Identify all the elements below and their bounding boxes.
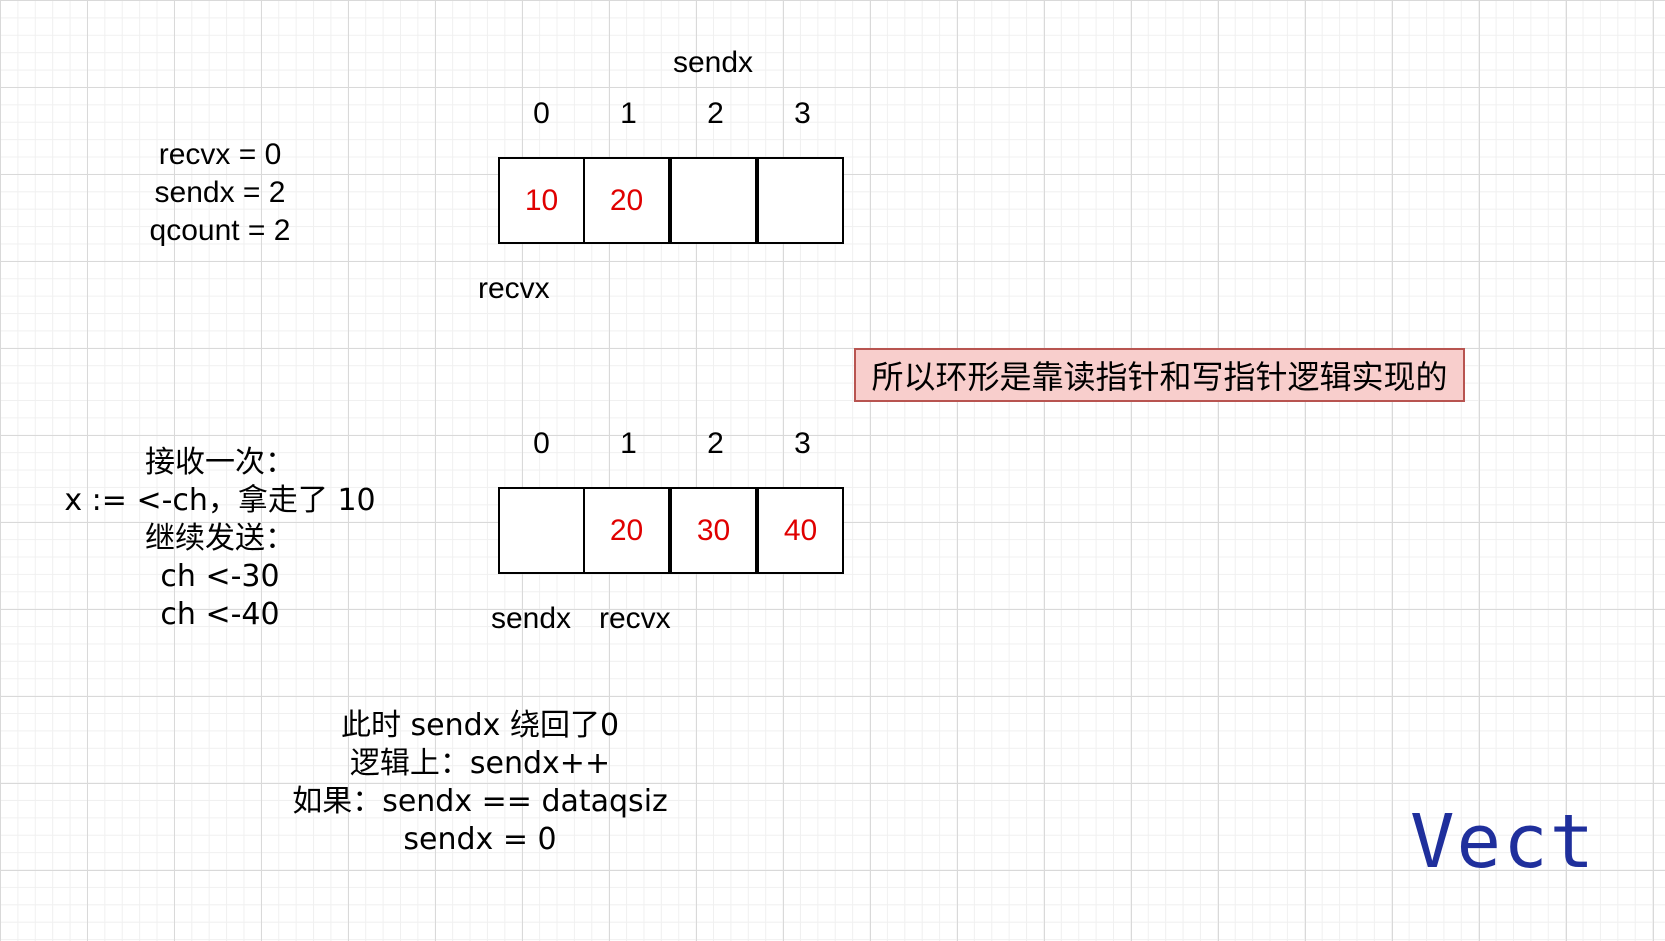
- state-line-recvx: recvx = 0: [158, 138, 282, 171]
- top-index-2: 2: [707, 97, 724, 130]
- top-index-3: 3: [794, 97, 811, 130]
- bottom-sendx-pointer-label: sendx: [491, 602, 572, 635]
- top-recvx-pointer-label: recvx: [478, 272, 550, 305]
- watermark-logo: Vect: [1410, 799, 1597, 885]
- top-index-1: 1: [620, 97, 637, 130]
- operations-text: 接收一次： x := <-ch，拿走了 10 继续发送： ch <-30 ch …: [60, 444, 380, 634]
- bottom-index-2: 2: [707, 427, 724, 460]
- ops-line-receive-once: 接收一次：: [145, 445, 295, 480]
- top-buffer-cell-3: [757, 157, 844, 244]
- bottom-index-0: 0: [533, 427, 550, 460]
- top-state-text: recvx = 0 sendx = 2 qcount = 2: [130, 136, 310, 250]
- bottom-buffer-cell-2: 30: [670, 487, 757, 574]
- note-line-4: sendx = 0: [403, 822, 557, 857]
- ops-line-send-40: ch <-40: [160, 597, 280, 632]
- ops-line-send-30: ch <-30: [160, 559, 280, 594]
- state-line-qcount: qcount = 2: [149, 214, 291, 247]
- ops-line-continue-send: 继续发送：: [145, 521, 295, 556]
- bottom-recvx-pointer-label: recvx: [599, 602, 671, 635]
- top-buffer-cell-2: [670, 157, 757, 244]
- bottom-buffer-cell-0: [498, 487, 585, 574]
- ring-logic-callout: 所以环形是靠读指针和写指针逻辑实现的: [854, 348, 1465, 402]
- note-line-1: 此时 sendx 绕回了0: [340, 708, 620, 743]
- bottom-buffer-cell-1: 20: [583, 487, 670, 574]
- note-line-2: 逻辑上：sendx++: [349, 746, 611, 781]
- top-index-0: 0: [533, 97, 550, 130]
- wraparound-note: 此时 sendx 绕回了0 逻辑上：sendx++ 如果：sendx == da…: [290, 707, 670, 859]
- bottom-buffer-cell-3: 40: [757, 487, 844, 574]
- state-line-sendx: sendx = 2: [154, 176, 286, 209]
- top-sendx-pointer-label: sendx: [673, 46, 754, 79]
- ops-line-take: x := <-ch，拿走了 10: [64, 483, 376, 518]
- bottom-index-1: 1: [620, 427, 637, 460]
- bottom-index-3: 3: [794, 427, 811, 460]
- note-line-3: 如果：sendx == dataqsiz: [292, 784, 668, 819]
- top-buffer-cell-0: 10: [498, 157, 585, 244]
- top-buffer-cell-1: 20: [583, 157, 670, 244]
